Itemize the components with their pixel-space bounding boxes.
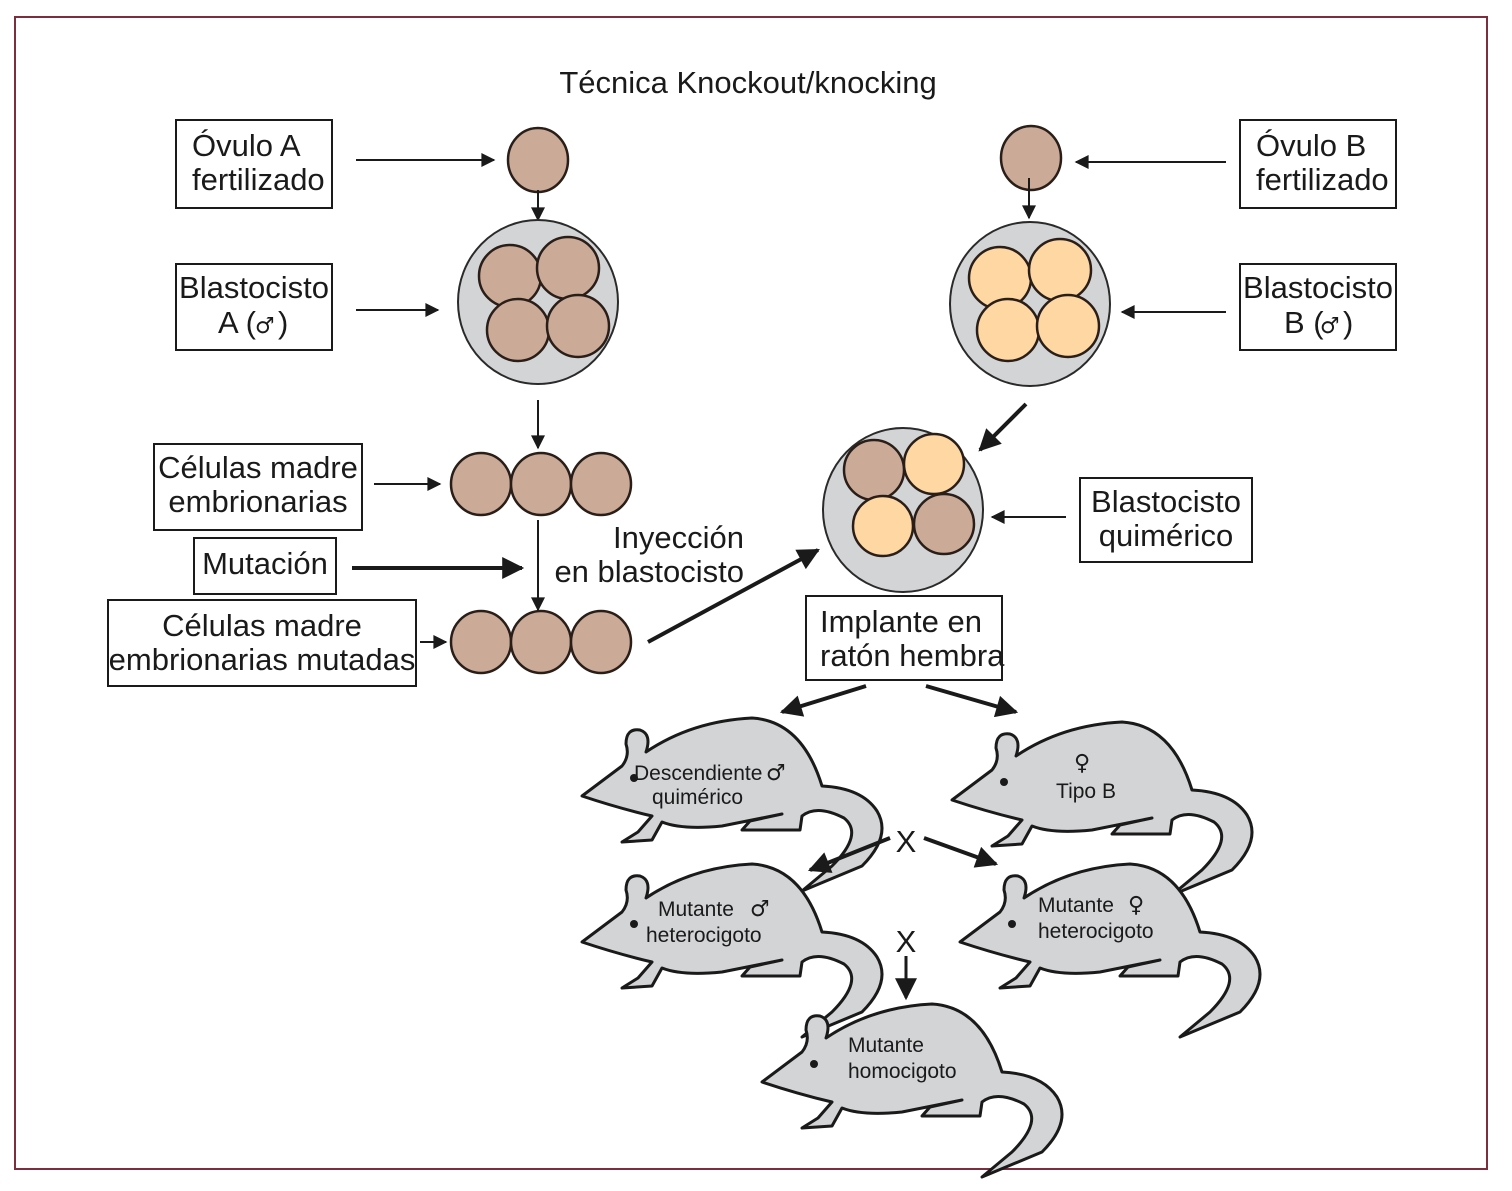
- blastocyst-a: [457, 219, 619, 385]
- diagram-title: Técnica Knockout/knocking: [559, 65, 936, 100]
- celulas-mutadas-box: Células madre embrionarias mutadas: [107, 599, 417, 687]
- cross-symbol-2: X: [896, 924, 917, 959]
- svg-text:fertilizado: fertilizado: [192, 162, 325, 197]
- svg-text:A (: A (: [218, 305, 257, 340]
- mouse-descendiente: Descendiente quimérico ♂: [580, 716, 884, 893]
- mouse-mutante-het-female: Mutante heterocigoto ♀: [958, 862, 1262, 1039]
- arrow-blast-b-to-chimera: [978, 402, 1028, 452]
- blastocyst-chimeric: [822, 427, 984, 593]
- svg-text:Blastocisto: Blastocisto: [1091, 484, 1241, 519]
- svg-text:ratón hembra: ratón hembra: [820, 638, 1005, 673]
- male-icon: ♂: [766, 761, 786, 786]
- svg-text:Mutación: Mutación: [202, 546, 328, 581]
- male-icon: ♂: [750, 897, 770, 922]
- figure-frame: [14, 16, 1488, 1170]
- fertilized-egg-b: [999, 124, 1063, 192]
- inyeccion-label: Inyección: [613, 520, 744, 555]
- svg-text:fertilizado: fertilizado: [1256, 162, 1389, 197]
- svg-text:heterocigoto: heterocigoto: [646, 924, 762, 947]
- arrow-cross-right: [923, 836, 999, 868]
- svg-text:Mutante: Mutante: [1038, 894, 1114, 917]
- svg-text:Blastocisto: Blastocisto: [179, 270, 329, 305]
- blastocisto-a-box: Blastocisto A ( ♂ ): [175, 263, 333, 351]
- svg-text:Óvulo A: Óvulo A: [192, 128, 301, 163]
- svg-text:embrionarias mutadas: embrionarias mutadas: [109, 642, 416, 677]
- arrow-cross-left: [807, 836, 891, 873]
- svg-text:Blastocisto: Blastocisto: [1243, 270, 1393, 305]
- inyeccion-label-2: en blastocisto: [554, 554, 744, 589]
- svg-text:Tipo B: Tipo B: [1056, 780, 1116, 803]
- svg-text:Mutante: Mutante: [658, 898, 734, 921]
- female-icon: ♀: [1128, 893, 1144, 918]
- svg-text:Células madre: Células madre: [162, 608, 362, 643]
- ovulo-a-box: Óvulo A fertilizado: [175, 119, 333, 209]
- blastocyst-b: [949, 221, 1111, 387]
- mouse-mutante-hom: Mutante homocigoto: [760, 1002, 1064, 1179]
- male-icon: ♂: [1320, 314, 1340, 339]
- implante-box: Implante en ratón hembra: [805, 595, 1005, 681]
- svg-text:embrionarias: embrionarias: [168, 484, 347, 519]
- mutacion-box: Mutación: [193, 537, 337, 595]
- svg-text:Mutante: Mutante: [848, 1034, 924, 1057]
- svg-text:): ): [1343, 305, 1353, 340]
- female-icon: ♀: [1074, 751, 1090, 776]
- svg-text:B (: B (: [1284, 305, 1324, 340]
- arrow-injection: [647, 548, 820, 644]
- svg-text:Óvulo B: Óvulo B: [1256, 128, 1366, 163]
- svg-text:heterocigoto: heterocigoto: [1038, 920, 1154, 943]
- cross-symbol-1: X: [896, 824, 917, 859]
- celulas-madre-box: Células madre embrionarias: [153, 443, 363, 531]
- blastocisto-quimerico-box: Blastocisto quimérico: [1079, 477, 1253, 563]
- ovulo-b-box: Óvulo B fertilizado: [1239, 119, 1397, 209]
- mouse-mutante-het-male: Mutante heterocigoto ♂: [580, 862, 884, 1039]
- male-icon: ♂: [255, 314, 275, 339]
- svg-text:quimérico: quimérico: [652, 786, 743, 809]
- svg-text:Implante en: Implante en: [820, 604, 982, 639]
- mouse-tipo-b: ♀ Tipo B: [950, 720, 1254, 897]
- fertilized-egg-a: [506, 126, 570, 194]
- arrow-implant-right: [925, 684, 1019, 718]
- blastocisto-b-box: Blastocisto B ( ♂ ): [1239, 263, 1397, 351]
- mutated-stem-cells: [449, 609, 633, 675]
- svg-text:homocigoto: homocigoto: [848, 1060, 957, 1083]
- stem-cells: [449, 451, 633, 517]
- svg-text:): ): [278, 305, 288, 340]
- arrow-implant-left: [779, 684, 867, 717]
- svg-text:Descendiente: Descendiente: [634, 762, 762, 785]
- svg-text:Células madre: Células madre: [158, 450, 358, 485]
- svg-text:quimérico: quimérico: [1099, 518, 1233, 553]
